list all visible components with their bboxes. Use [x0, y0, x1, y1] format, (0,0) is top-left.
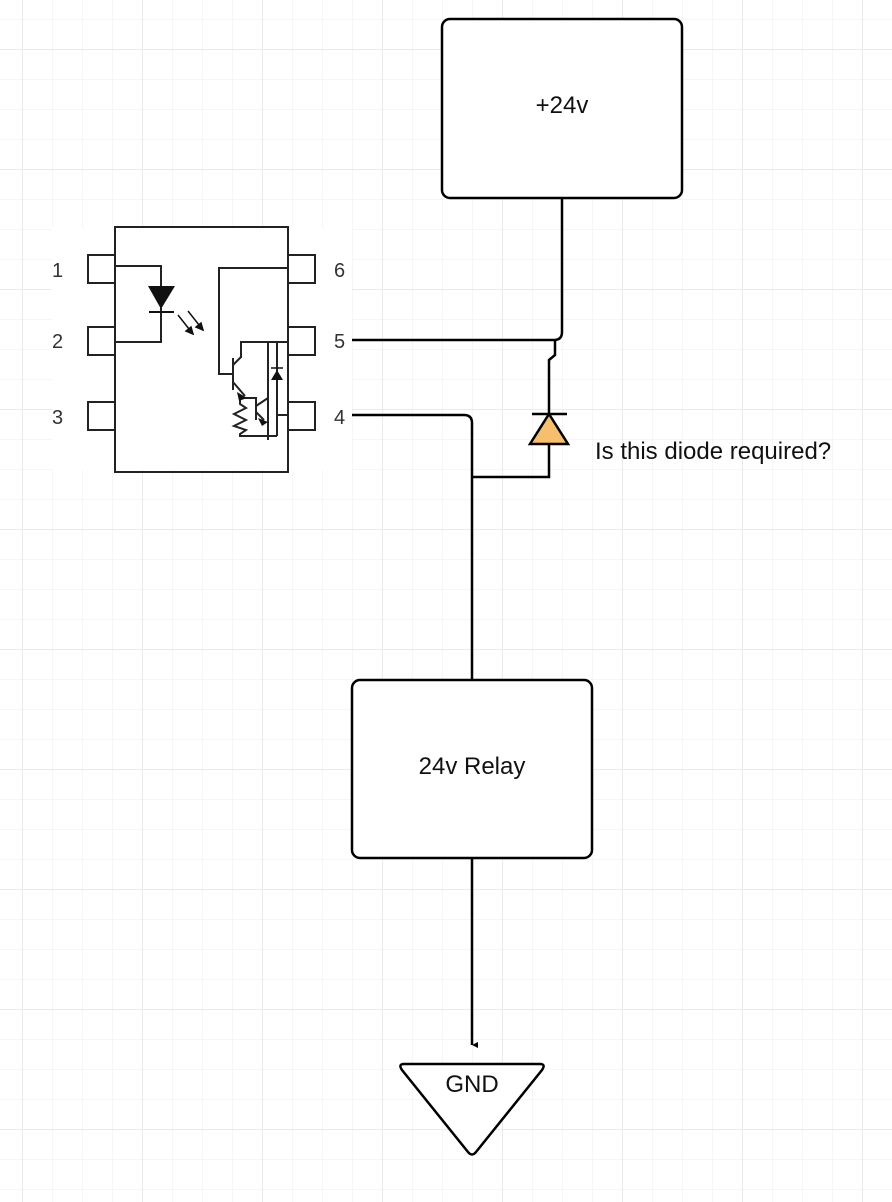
led-icon [148, 286, 175, 309]
ground-label: GND [445, 1071, 498, 1098]
pin-label-5: 5 [334, 331, 345, 353]
pin-2-pad [87, 326, 116, 356]
pin-3-pad [87, 401, 116, 431]
pin-4-pad [287, 401, 316, 431]
pin-5-pad [287, 326, 316, 356]
pin-1-pad [87, 254, 116, 284]
supply-label: +24v [536, 92, 589, 119]
wire-pin5-to-diode [547, 340, 557, 414]
supply-node[interactable]: +24v [440, 17, 684, 200]
relay-box[interactable] [350, 678, 594, 860]
relay-label: 24v Relay [419, 753, 526, 780]
supply-box[interactable] [440, 17, 684, 200]
ground-symbol[interactable] [399, 1062, 545, 1156]
pin-label-1: 1 [52, 260, 63, 282]
flyback-diode[interactable] [527, 411, 571, 446]
internal-diode-icon [271, 370, 283, 380]
ground-node[interactable]: GND [399, 1062, 545, 1156]
diode-question-annotation: Is this diode required? [595, 438, 831, 465]
transistor-emitter-arrow [237, 392, 247, 401]
pin-label-3: 3 [52, 407, 63, 429]
phototransistor-icon [218, 267, 288, 440]
pin-6-pad [287, 254, 316, 284]
pin-label-6: 6 [334, 260, 345, 282]
pin-label-2: 2 [52, 331, 63, 353]
light-emission-icon [177, 310, 205, 336]
wire-diode-to-relay [472, 444, 551, 479]
relay-node[interactable]: 24v Relay [350, 678, 594, 860]
wire-pin4-to-relay [352, 413, 474, 680]
wires [352, 198, 564, 1048]
diode-icon[interactable] [527, 411, 571, 446]
transistor2-emitter-arrow [258, 418, 268, 426]
pin-label-4: 4 [334, 407, 345, 429]
optocoupler: 1 2 3 6 5 4 [52, 226, 352, 473]
